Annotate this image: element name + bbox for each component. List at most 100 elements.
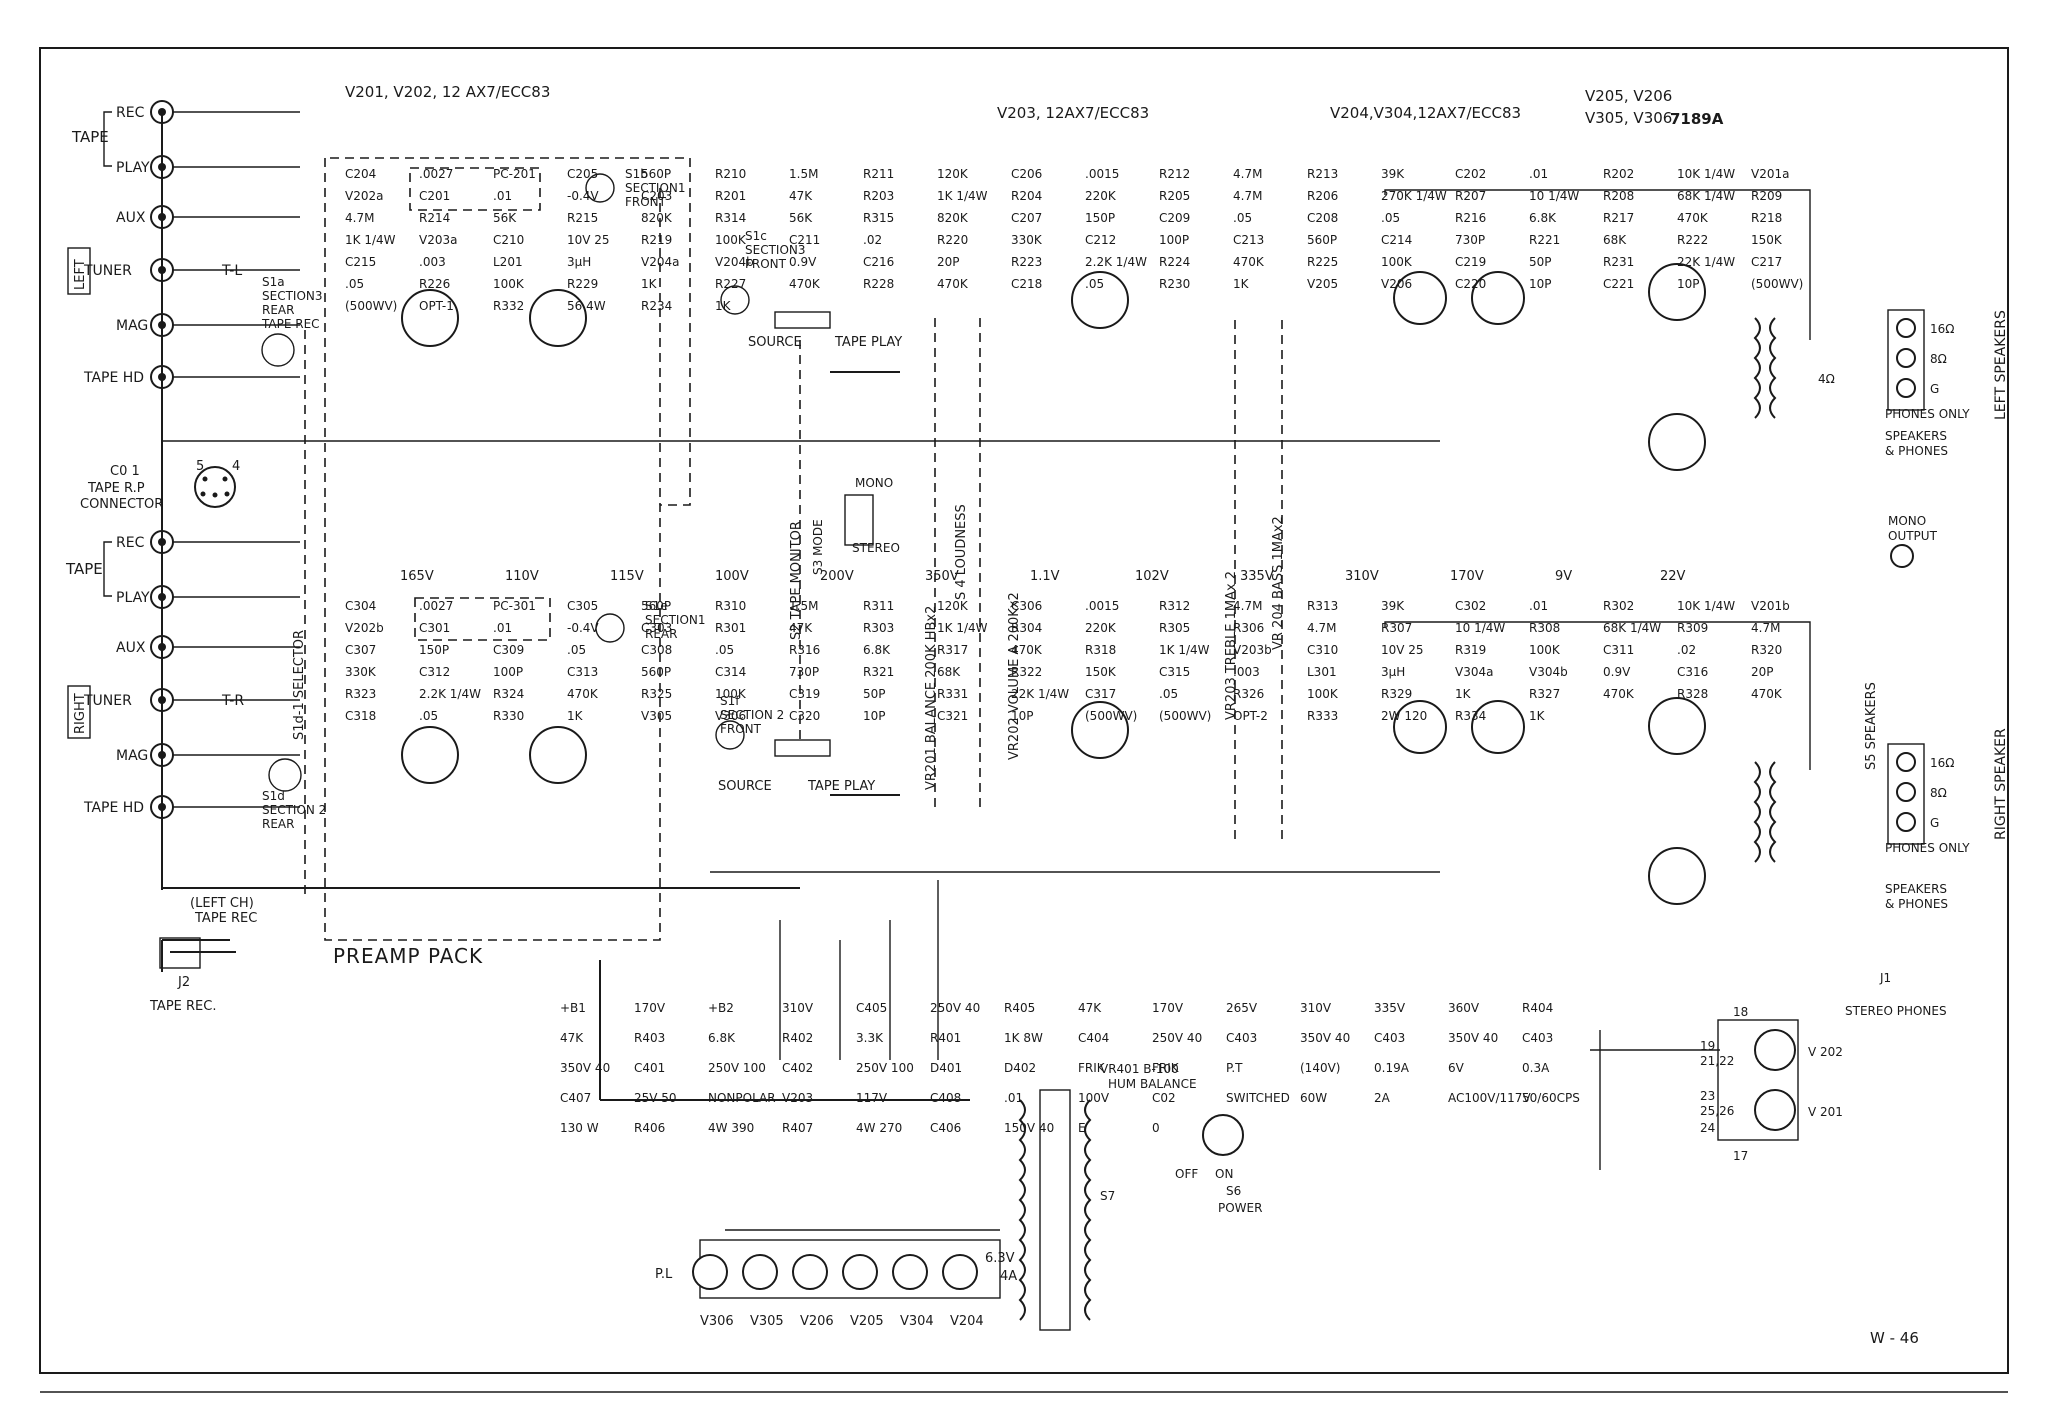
lower_channel-part-21: C301	[419, 621, 450, 635]
upper_channel-part-3: C205	[567, 167, 598, 181]
output-load-4ohm: 4Ω	[1818, 372, 1835, 386]
lower_channel-part-99: 470K	[1751, 687, 1783, 701]
upper_channel-part-121: OPT-1	[419, 299, 454, 313]
switch-s6-1: OFF	[1175, 1167, 1198, 1181]
power-label-21: C404	[1078, 1031, 1109, 1045]
right-channel-label: RIGHT	[73, 693, 88, 734]
output-right-speaker: RIGHT SPEAKER	[1993, 728, 2009, 840]
mono-output-jack	[1890, 544, 1914, 568]
switch-tape-play-top: TAPE PLAY	[834, 335, 902, 350]
left-jack-label-4: MAG	[116, 318, 148, 334]
lower_channel-part-45: .05	[715, 643, 734, 657]
output-tap-bottom-1: 8Ω	[1930, 786, 1947, 800]
right-jack-label-4: MAG	[116, 748, 148, 764]
switch-s4: S 4 LOUDNESS	[954, 504, 969, 600]
lower_channel-part-2: PC-301	[493, 599, 536, 613]
heater-label-3: 23	[1700, 1089, 1715, 1103]
power-label-24: 350V 40	[1300, 1031, 1350, 1045]
lower_channel-part-73: L301	[1307, 665, 1337, 679]
lower_channel-part-53: C310	[1307, 643, 1338, 657]
heater-label-0: 18	[1733, 1005, 1748, 1019]
lower_channel-part-69: R322	[1011, 665, 1042, 679]
lower_channel-part-17: R302	[1603, 599, 1634, 613]
heater-label-1: 19	[1700, 1039, 1715, 1053]
upper_channel-part-54: .05	[1381, 211, 1400, 225]
switch-s1b-2: FRONT	[625, 195, 667, 209]
upper_channel-part-21: C201	[419, 189, 450, 203]
switch-s1a-1: SECTION3	[262, 289, 323, 303]
feedback-loop-lower	[1384, 621, 1811, 770]
tape-top-bracket	[103, 111, 112, 167]
upper_channel-part-55: R216	[1455, 211, 1486, 225]
lower_channel-part-106: C320	[789, 709, 820, 723]
upper_channel-part-15: C202	[1455, 167, 1486, 181]
upper_channel-part-115: C220	[1455, 277, 1486, 291]
lower_channel-part-18: 10K 1/4W	[1677, 599, 1735, 613]
tape-rec-left-ch: (LEFT CH)	[190, 896, 254, 911]
switch-s3-2: STEREO	[852, 541, 900, 555]
upper_channel-part-79: 150K	[1751, 233, 1783, 247]
power-label-57: R406	[634, 1121, 665, 1135]
upper_channel-part-58: 470K	[1677, 211, 1709, 225]
upper_channel-part-51: C209	[1159, 211, 1190, 225]
upper_channel-part-30: 220K	[1085, 189, 1117, 203]
power-label-10: 310V	[1300, 1001, 1332, 1015]
switch-s1e-2: REAR	[645, 627, 677, 641]
power-label-59: R407	[782, 1121, 813, 1135]
upper_channel-part-110: .05	[1085, 277, 1104, 291]
upper_channel-part-68: R220	[937, 233, 968, 247]
lower_channel-part-4: 560P	[641, 599, 671, 613]
pilot-lamp-1: V306	[700, 1314, 734, 1329]
upper_channel-part-11: R212	[1159, 167, 1190, 181]
output-phones-only-bottom: PHONES ONLY	[1885, 841, 1970, 855]
lower_channel-part-5: R310	[715, 599, 746, 613]
heater-label-5: 24	[1700, 1121, 1715, 1135]
power-label-35: FRIK	[1078, 1061, 1106, 1075]
tape-rec-jack-j2: (LEFT CH) TAPE REC J2 TAPE REC.	[149, 896, 257, 1014]
lower_channel-part-62: 100P	[493, 665, 523, 679]
source-switches	[774, 311, 831, 757]
upper_channel-part-91: R224	[1159, 255, 1190, 269]
lower_channel-part-102: R330	[493, 709, 524, 723]
lower_channel-part-44: C308	[641, 643, 672, 657]
switch-s1c-1: SECTION3	[745, 243, 806, 257]
power-label-16: 6.8K	[708, 1031, 736, 1045]
lower_channel-part-97: 470K	[1603, 687, 1635, 701]
header-output-tube: 7189A	[1670, 110, 1724, 128]
lower_channel-part-101: .05	[419, 709, 438, 723]
upper_channel-part-82: L201	[493, 255, 523, 269]
lower_channel-part-29: R304	[1011, 621, 1042, 635]
control-vr401-1: HUM BALANCE	[1108, 1077, 1197, 1091]
upper_channel-part-88: 20P	[937, 255, 960, 269]
lower_channel-part-48: R317	[937, 643, 968, 657]
pilot-lamp-2: V305	[750, 1314, 784, 1329]
upper_channel-part-46: 56K	[789, 211, 813, 225]
power-label-25: C403	[1374, 1031, 1405, 1045]
upper_channel-part-31: R205	[1159, 189, 1190, 203]
control-vr201: VR201 BALANCE 200K HBx2	[924, 606, 939, 790]
lower_channel-part-38: R309	[1677, 621, 1708, 635]
lower_channel-part-116: 1K	[1529, 709, 1546, 723]
svg-text:5: 5	[196, 459, 204, 474]
power-label-62: 150V 40	[1004, 1121, 1054, 1135]
upper_channel-part-119: (500WV)	[1751, 277, 1803, 291]
upper_channel-part-72: C213	[1233, 233, 1264, 247]
lower_channel-part-85: 100K	[715, 687, 747, 701]
upper_channel-part-96: 50P	[1529, 255, 1552, 269]
upper_channel-part-92: 470K	[1233, 255, 1265, 269]
lower_channel-part-78: C316	[1677, 665, 1708, 679]
power-label-40: 6V	[1448, 1061, 1465, 1075]
left-route-3: T-L	[221, 263, 242, 279]
power-label-3: 310V	[782, 1001, 814, 1015]
lower_channel-part-115: R334	[1455, 709, 1486, 723]
upper_channel-part-27: R203	[863, 189, 894, 203]
preamp-pack-label: PREAMP PACK	[333, 944, 483, 968]
switch-selector: S1d-1 SELECTOR	[292, 630, 307, 740]
pilot-lamp-6: V204	[950, 1314, 984, 1329]
tape-rec-label: TAPE REC	[194, 911, 257, 926]
right-jack-label-0: REC	[116, 535, 145, 551]
switch-s1f-1: SECTION 2	[720, 708, 784, 722]
power-label-1: 170V	[634, 1001, 666, 1015]
right-jack-label-1: PLAY	[116, 590, 150, 606]
output-mono-1: OUTPUT	[1888, 529, 1938, 543]
